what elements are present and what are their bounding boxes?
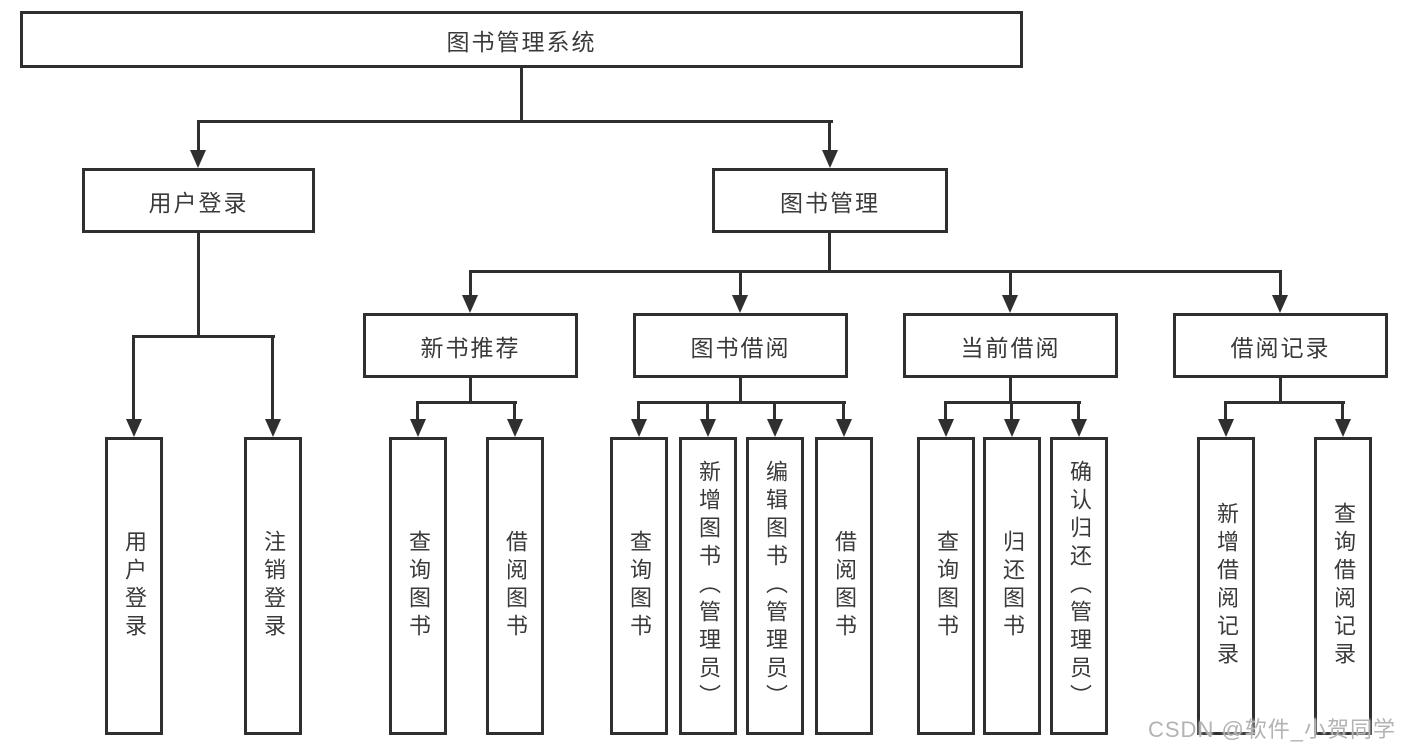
arrow-down-icon <box>1004 419 1020 437</box>
leaf-recommend-query-books-label: 查询图书 <box>406 530 431 642</box>
leaf-user-login: 用户登录 <box>105 437 163 735</box>
connector-leaf-stem <box>637 401 640 421</box>
node-current-borrowing-label: 当前借阅 <box>960 334 1061 361</box>
connector-recommend-rail <box>416 401 517 404</box>
arrow-down-icon <box>767 419 783 437</box>
connector-login-rail <box>132 335 275 338</box>
connector-level3-stem <box>739 270 742 297</box>
node-book-borrowing: 图书借阅 <box>633 313 848 378</box>
leaf-add-books-admin: 新增图书（管理员） <box>679 437 737 735</box>
leaf-edit-books-admin-label: 编辑图书（管理员） <box>763 460 788 712</box>
arrow-down-icon <box>1218 419 1234 437</box>
connector-book-management-stem <box>828 120 831 152</box>
connector-leaf-stem <box>944 401 947 421</box>
node-library-system: 图书管理系统 <box>20 11 1023 68</box>
node-book-borrowing-label: 图书借阅 <box>690 334 791 361</box>
connector-borrow-stem <box>739 378 742 404</box>
leaf-borrow-books-label: 借阅图书 <box>832 530 857 642</box>
arrow-down-icon <box>126 419 142 437</box>
connector-borrow-rail <box>637 401 846 404</box>
leaf-user-login-label: 用户登录 <box>122 530 147 642</box>
leaf-logout: 注销登录 <box>244 437 302 735</box>
connector-user-login-stem <box>197 120 200 152</box>
arrow-down-icon <box>190 150 206 168</box>
connector-leaf-stem <box>416 401 419 421</box>
connector-management-rail <box>469 270 1282 273</box>
leaf-confirm-return-admin: 确认归还（管理员） <box>1050 437 1108 735</box>
connector-leaf-stem <box>1010 401 1013 421</box>
leaf-logout-label: 注销登录 <box>261 530 286 642</box>
watermark: CSDN @软件_小贺同学 <box>1148 717 1397 742</box>
connector-level3-stem <box>1279 270 1282 297</box>
leaf-edit-books-admin: 编辑图书（管理员） <box>746 437 804 735</box>
node-user-login: 用户登录 <box>82 168 315 233</box>
node-borrowing-records-label: 借阅记录 <box>1230 334 1331 361</box>
node-user-login-label: 用户登录 <box>148 189 249 216</box>
arrow-down-icon <box>265 419 281 437</box>
connector-root-rail <box>197 120 833 123</box>
connector-leaf-stem <box>1224 401 1227 421</box>
leaf-return-books: 归还图书 <box>983 437 1041 735</box>
arrow-down-icon <box>1002 295 1018 313</box>
connector-leaf-stem <box>132 335 135 421</box>
leaf-recommend-borrow-books: 借阅图书 <box>486 437 544 735</box>
connector-recommend-stem <box>469 378 472 404</box>
connector-leaf-stem <box>513 401 516 421</box>
leaf-current-query-books-label: 查询图书 <box>934 530 959 642</box>
connector-leaf-stem <box>271 335 274 421</box>
connector-leaf-stem <box>773 401 776 421</box>
connector-login-stem <box>197 233 200 338</box>
connector-root-stem <box>520 65 523 120</box>
node-book-management: 图书管理 <box>712 168 948 233</box>
arrow-down-icon <box>631 419 647 437</box>
arrow-down-icon <box>700 419 716 437</box>
node-borrowing-records: 借阅记录 <box>1173 313 1388 378</box>
node-new-book-recommend-label: 新书推荐 <box>420 334 521 361</box>
leaf-borrow-query-books-label: 查询图书 <box>627 530 652 642</box>
connector-level3-stem <box>469 270 472 297</box>
leaf-add-borrow-record-label: 新增借阅记录 <box>1214 502 1239 670</box>
node-book-management-label: 图书管理 <box>780 189 880 216</box>
connector-management-stem <box>828 233 831 273</box>
leaf-recommend-query-books: 查询图书 <box>389 437 447 735</box>
leaf-recommend-borrow-books-label: 借阅图书 <box>503 530 528 642</box>
arrow-down-icon <box>822 150 838 168</box>
connector-level3-stem <box>1009 270 1012 297</box>
arrow-down-icon <box>732 295 748 313</box>
node-library-system-label: 图书管理系统 <box>446 28 597 55</box>
leaf-query-borrow-record-label: 查询借阅记录 <box>1331 502 1356 670</box>
connector-leaf-stem <box>1341 401 1344 421</box>
leaf-return-books-label: 归还图书 <box>1000 530 1025 642</box>
leaf-borrow-query-books: 查询图书 <box>610 437 668 735</box>
leaf-add-books-admin-label: 新增图书（管理员） <box>696 460 721 712</box>
arrow-down-icon <box>938 419 954 437</box>
arrow-down-icon <box>462 295 478 313</box>
arrow-down-icon <box>507 419 523 437</box>
node-new-book-recommend: 新书推荐 <box>363 313 578 378</box>
connector-current-stem <box>1009 378 1012 404</box>
connector-leaf-stem <box>1077 401 1080 421</box>
node-current-borrowing: 当前借阅 <box>903 313 1118 378</box>
connector-records-rail <box>1224 401 1345 404</box>
leaf-query-borrow-record: 查询借阅记录 <box>1314 437 1372 735</box>
leaf-current-query-books: 查询图书 <box>917 437 975 735</box>
arrow-down-icon <box>836 419 852 437</box>
arrow-down-icon <box>1272 295 1288 313</box>
connector-leaf-stem <box>842 401 845 421</box>
arrow-down-icon <box>1335 419 1351 437</box>
leaf-borrow-books: 借阅图书 <box>815 437 873 735</box>
leaf-add-borrow-record: 新增借阅记录 <box>1197 437 1255 735</box>
arrow-down-icon <box>1071 419 1087 437</box>
connector-records-stem <box>1279 378 1282 404</box>
connector-leaf-stem <box>706 401 709 421</box>
leaf-confirm-return-admin-label: 确认归还（管理员） <box>1067 460 1092 712</box>
arrow-down-icon <box>410 419 426 437</box>
